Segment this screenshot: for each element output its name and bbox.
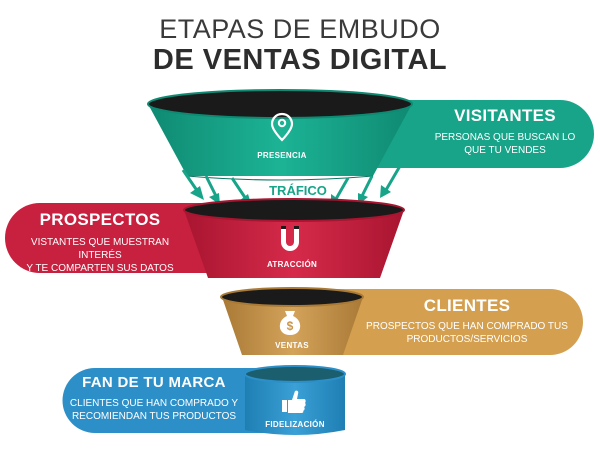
- fan-text-block: FAN DE TU MARCA CLIENTES QUE HAN COMPRAD…: [64, 374, 244, 423]
- atraccion-label: ATRACCIÓN: [266, 260, 318, 269]
- title-line-2: DE VENTAS DIGITAL: [152, 44, 448, 76]
- prospectos-desc-2: Y TE COMPARTEN SUS DATOS: [26, 263, 174, 274]
- prospectos-text-block: PROSPECTOS VISTANTES QUE MUESTRAN INTERÉ…: [10, 210, 190, 275]
- fan-pill: [62, 368, 265, 433]
- visitantes-pill: [350, 100, 594, 168]
- traffic-label: TRÁFICO: [269, 183, 327, 198]
- visitantes-text-block: VISITANTES PERSONAS QUE BUSCAN LO QUE TU…: [420, 106, 590, 157]
- clientes-title: CLIENTES: [423, 296, 511, 315]
- fan-desc-2: RECOMIENDAN TUS PRODUCTOS: [71, 411, 237, 422]
- visitantes-title: VISITANTES: [454, 106, 556, 125]
- clientes-desc-1: PROSPECTOS QUE HAN COMPRADO TUS: [366, 321, 568, 332]
- prospectos-desc-1: VISTANTES QUE MUESTRAN INTERÉS: [30, 237, 170, 261]
- clientes-desc-2: PRODUCTOS/SERVICIOS: [406, 334, 528, 345]
- money-bag-icon: $: [279, 311, 301, 335]
- presencia-stage: [147, 89, 413, 181]
- clientes-pill: [330, 289, 583, 355]
- fan-title: FAN DE TU MARCA: [82, 374, 226, 391]
- title-line-1: ETAPAS DE EMBUDO: [159, 14, 441, 44]
- presencia-label: PRESENCIA: [257, 151, 307, 160]
- clientes-text-block: CLIENTES PROSPECTOS QUE HAN COMPRADO TUS…: [362, 296, 572, 346]
- visitantes-desc-2: QUE TU VENDES: [464, 145, 546, 156]
- magnet-icon: [281, 226, 299, 251]
- svg-text:$: $: [287, 319, 294, 333]
- fidelizacion-label: FIDELIZACIÓN: [265, 420, 325, 429]
- visitantes-desc-1: PERSONAS QUE BUSCAN LO: [434, 132, 576, 143]
- location-pin-icon: [270, 112, 294, 142]
- fan-desc-1: CLIENTES QUE HAN COMPRADO Y: [69, 398, 239, 409]
- ventas-label: VENTAS: [275, 341, 309, 350]
- prospectos-title: PROSPECTOS: [39, 210, 161, 229]
- thumbs-up-icon: [282, 390, 306, 413]
